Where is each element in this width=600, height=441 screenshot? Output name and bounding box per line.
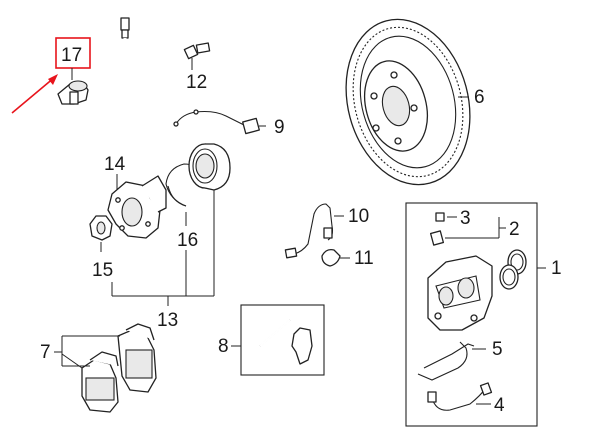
part-3-bleeder-cap[interactable]: 3 2: [429, 208, 520, 246]
callout-14: 14: [104, 154, 126, 175]
wheel-bearing[interactable]: [188, 143, 231, 191]
callout-8: 8: [218, 336, 229, 357]
callout-10: 10: [348, 206, 369, 227]
part-7-brake-pads[interactable]: 7: [40, 323, 157, 413]
part-6-rotor[interactable]: 6: [328, 5, 487, 198]
part-9-wear-sensor[interactable]: 9: [173, 109, 285, 138]
part-14-hub[interactable]: 14: [104, 154, 167, 239]
callout-11: 11: [354, 248, 374, 269]
part-5-spring[interactable]: 5: [417, 339, 503, 381]
part-12-brake-hose[interactable]: 12: [120, 17, 211, 102]
part-17-pointer-arrow: [11, 76, 56, 114]
callout-6: 6: [474, 87, 485, 108]
part-4-sensor-lead[interactable]: 4: [427, 382, 505, 416]
callout-5: 5: [492, 339, 503, 360]
callout-4: 4: [494, 395, 505, 416]
callout-17: 17: [61, 45, 82, 66]
part-17-abs-sensor[interactable]: 17: [11, 37, 91, 114]
callout-7: 7: [40, 342, 51, 363]
callout-3: 3: [460, 208, 471, 229]
caliper-group-box: 1: [405, 202, 562, 427]
callout-16: 16: [177, 230, 198, 251]
callout-9: 9: [274, 117, 285, 138]
callout-13: 13: [157, 310, 178, 331]
callout-13-bracket: 13: [111, 190, 215, 331]
callout-1: 1: [551, 258, 562, 279]
callout-12: 12: [186, 72, 207, 93]
caliper-seals[interactable]: [499, 249, 527, 290]
part-10-brake-line[interactable]: 10: [284, 203, 369, 259]
part-15-nut[interactable]: 15: [89, 215, 113, 281]
callout-2: 2: [509, 219, 520, 240]
part-17-highlight-box: [55, 37, 91, 69]
part-8-hardware-kit[interactable]: 8: [218, 304, 325, 376]
caliper-body[interactable]: [427, 255, 493, 331]
callout-15: 15: [92, 260, 113, 281]
part-11-clip[interactable]: 11: [321, 248, 374, 269]
